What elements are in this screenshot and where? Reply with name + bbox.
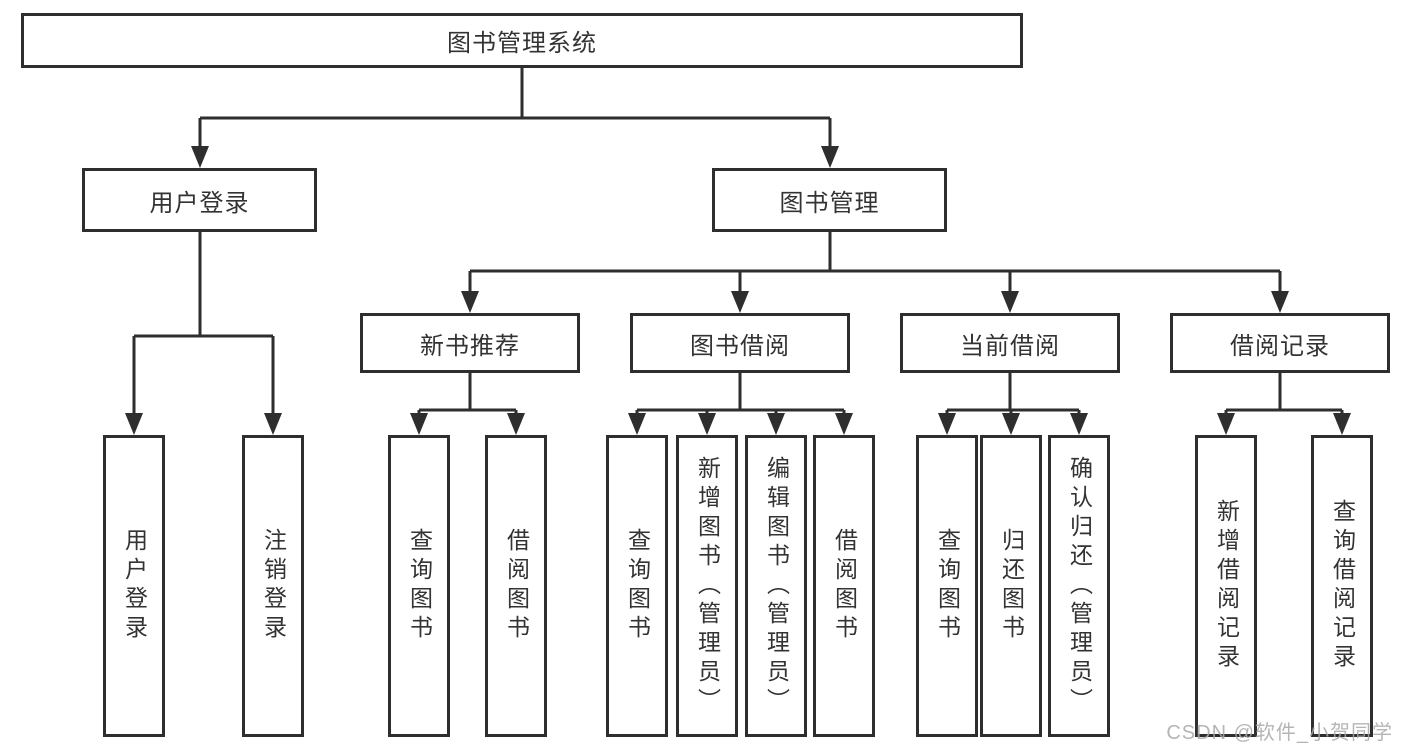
node-new-book-recommendation: 新书推荐 bbox=[360, 313, 580, 373]
node-label: 用户登录 bbox=[149, 189, 250, 217]
node-label: 借阅记录 bbox=[1230, 332, 1330, 360]
node-borrowing-records: 借阅记录 bbox=[1170, 313, 1390, 373]
node-book-borrowing: 图书借阅 bbox=[630, 313, 850, 373]
leaf-current-query-books: 查询图书 bbox=[916, 435, 978, 737]
connector-lines bbox=[132, 68, 1344, 418]
node-label: 当前借阅 bbox=[960, 332, 1060, 360]
node-label: 新书推荐 bbox=[420, 332, 520, 360]
node-label: 查询借阅记录 bbox=[1329, 499, 1356, 673]
node-label: 新增图书（管理员） bbox=[694, 455, 721, 717]
leaf-newbooks-query-books: 查询图书 bbox=[388, 435, 450, 737]
node-label: 图书管理 bbox=[779, 189, 880, 217]
leaf-borrowing-add-books-admin: 新增图书（管理员） bbox=[676, 435, 738, 737]
node-label: 图书借阅 bbox=[690, 332, 790, 360]
node-current-borrowing: 当前借阅 bbox=[900, 313, 1120, 373]
node-label: 借阅图书 bbox=[831, 528, 858, 644]
node-label: 编辑图书（管理员） bbox=[763, 455, 790, 717]
leaf-records-add-record: 新增借阅记录 bbox=[1195, 435, 1257, 737]
leaf-borrowing-borrow-books: 借阅图书 bbox=[813, 435, 875, 737]
node-label: 查询图书 bbox=[934, 528, 961, 644]
node-label: 查询图书 bbox=[624, 528, 651, 644]
node-library-management-system: 图书管理系统 bbox=[21, 13, 1023, 68]
leaf-borrowing-edit-books-admin: 编辑图书（管理员） bbox=[745, 435, 807, 737]
leaf-current-return-books: 归还图书 bbox=[980, 435, 1042, 737]
leaf-user-login: 用户登录 bbox=[103, 435, 165, 737]
csdn-watermark: CSDN @软件_小贺同学 bbox=[1166, 722, 1393, 744]
node-label: 新增借阅记录 bbox=[1213, 499, 1240, 673]
node-book-management: 图书管理 bbox=[712, 168, 947, 232]
node-user-login-group: 用户登录 bbox=[82, 168, 317, 232]
leaf-records-query-record: 查询借阅记录 bbox=[1311, 435, 1373, 737]
node-label: 注销登录 bbox=[260, 528, 287, 644]
node-label: 借阅图书 bbox=[503, 528, 530, 644]
node-label: 图书管理系统 bbox=[447, 30, 597, 57]
leaf-newbooks-borrow-books: 借阅图书 bbox=[485, 435, 547, 737]
leaf-borrowing-query-books: 查询图书 bbox=[606, 435, 668, 737]
node-label: 查询图书 bbox=[406, 528, 433, 644]
node-label: 归还图书 bbox=[998, 528, 1025, 644]
node-label: 用户登录 bbox=[121, 528, 148, 644]
node-label: 确认归还（管理员） bbox=[1066, 455, 1093, 717]
leaf-current-confirm-return-admin: 确认归还（管理员） bbox=[1048, 435, 1110, 737]
leaf-logout: 注销登录 bbox=[242, 435, 304, 737]
